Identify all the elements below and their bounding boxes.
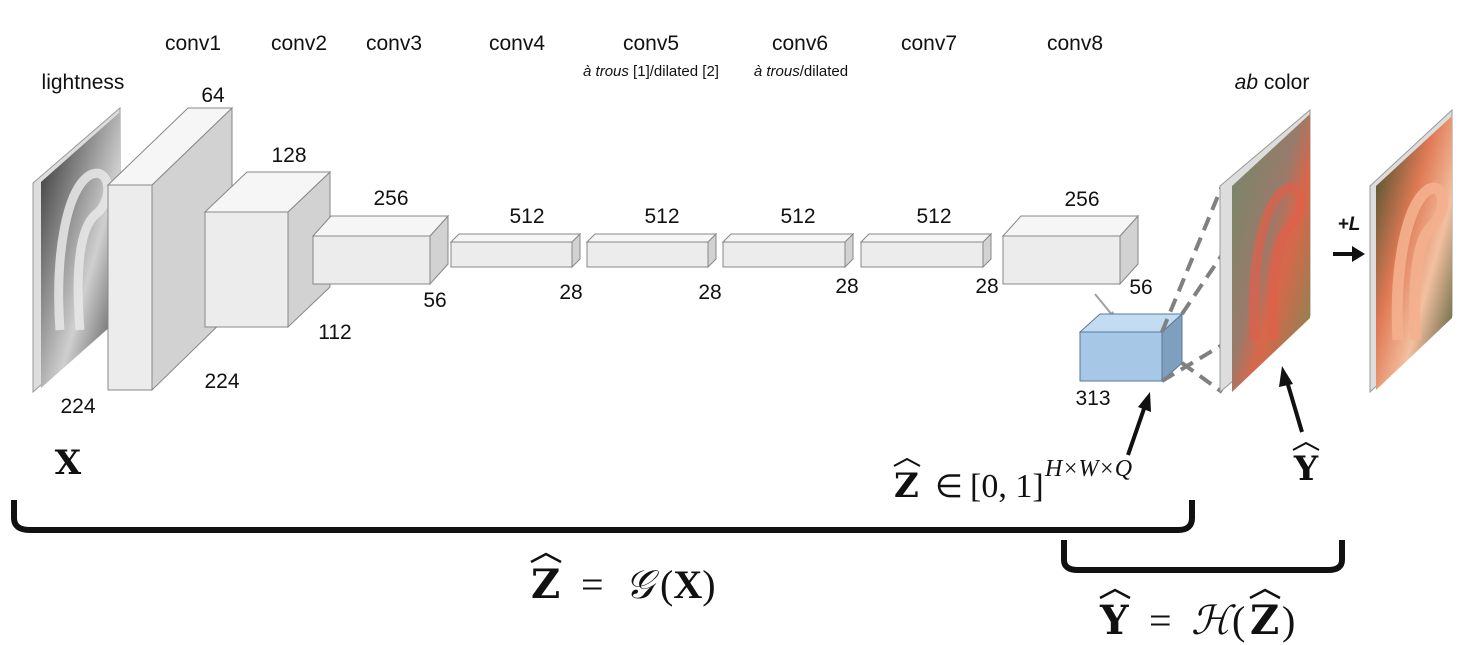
conv7-channels: 512 [916, 205, 951, 228]
conv6-block [721, 232, 855, 269]
ab-color-image [1219, 108, 1311, 394]
decoder-equation: Y = ℋ ( Z ) [1099, 588, 1295, 644]
plus-l-label: +L [1338, 214, 1361, 235]
conv4-spatial-size: 28 [559, 281, 582, 304]
conv2-channels: 128 [271, 144, 306, 167]
svg-text:(: ( [1232, 598, 1245, 643]
y-arrow [1284, 377, 1304, 433]
input-lightness-image [32, 106, 121, 394]
output-classes-size: 313 [1075, 387, 1110, 410]
conv7-spatial-size: 28 [975, 275, 998, 298]
input-label: lightness [42, 71, 125, 94]
x-symbol: X [55, 443, 82, 483]
conv8-spatial-size: 56 [1129, 276, 1152, 299]
conv5-label: conv5 [623, 32, 679, 55]
z-arrow [1126, 402, 1148, 456]
svg-text:=: = [1149, 598, 1172, 643]
svg-text:∈: ∈ [935, 468, 963, 504]
conv3-block [311, 214, 450, 286]
encoder-brace [11, 500, 1195, 533]
encoder-equation: Z = 𝒢 (X) [530, 552, 716, 608]
output-label: ab color [1235, 71, 1310, 94]
svg-text:): ) [1282, 598, 1295, 643]
conv5-block [585, 232, 718, 269]
conv4-channels: 512 [509, 205, 544, 228]
conv1-spatial-size: 224 [204, 370, 239, 393]
conv4-label: conv4 [489, 32, 545, 55]
conv8-label: conv8 [1047, 32, 1103, 55]
conv3-spatial-size: 56 [423, 289, 446, 312]
conv8-to-output-arrow [1094, 293, 1114, 317]
conv2-label: conv2 [271, 32, 327, 55]
conv4-block [449, 232, 582, 269]
conv6-spatial-size: 28 [835, 275, 858, 298]
svg-text:(X): (X) [660, 562, 716, 607]
svg-text:Y: Y [1099, 597, 1129, 644]
conv6-label: conv6 [772, 32, 828, 55]
input-spatial-size: 224 [60, 395, 95, 418]
z-hat-definition: Z ∈ [0, 1] H×W×Q [893, 456, 1132, 506]
conv8-block [1001, 214, 1140, 286]
y-hat-symbol: Y [1292, 441, 1320, 489]
conv5-channels: 512 [644, 205, 679, 228]
conv7-block [859, 232, 993, 269]
svg-text:𝒢: 𝒢 [625, 562, 660, 607]
svg-text:Z: Z [531, 561, 560, 608]
conv6-channels: 512 [780, 205, 815, 228]
svg-text:Z: Z [894, 466, 919, 506]
decoder-brace [1061, 540, 1345, 573]
conv3-channels: 256 [373, 187, 408, 210]
output-distribution-block [1078, 312, 1184, 383]
svg-text:=: = [581, 562, 604, 607]
final-color-image [1369, 108, 1453, 394]
conv5-dilation-note: à trous [1]/dilated [2] [583, 63, 719, 80]
svg-text:[0, 1]: [0, 1] [970, 468, 1044, 505]
svg-text:Z: Z [1250, 597, 1279, 644]
conv1-channels: 64 [201, 84, 225, 107]
conv5-spatial-size: 28 [698, 281, 721, 304]
svg-text:ℋ: ℋ [1191, 598, 1236, 643]
conv2-spatial-size: 112 [318, 321, 351, 344]
svg-text:Y: Y [1293, 449, 1319, 489]
conv6-dilation-note: à trous/dilated [754, 63, 848, 80]
conv7-label: conv7 [901, 32, 957, 55]
conv8-channels: 256 [1064, 188, 1099, 211]
svg-text:H×W×Q: H×W×Q [1044, 456, 1132, 482]
conv1-label: conv1 [165, 32, 221, 55]
conv3-label: conv3 [366, 32, 422, 55]
conv2-block [203, 170, 332, 329]
